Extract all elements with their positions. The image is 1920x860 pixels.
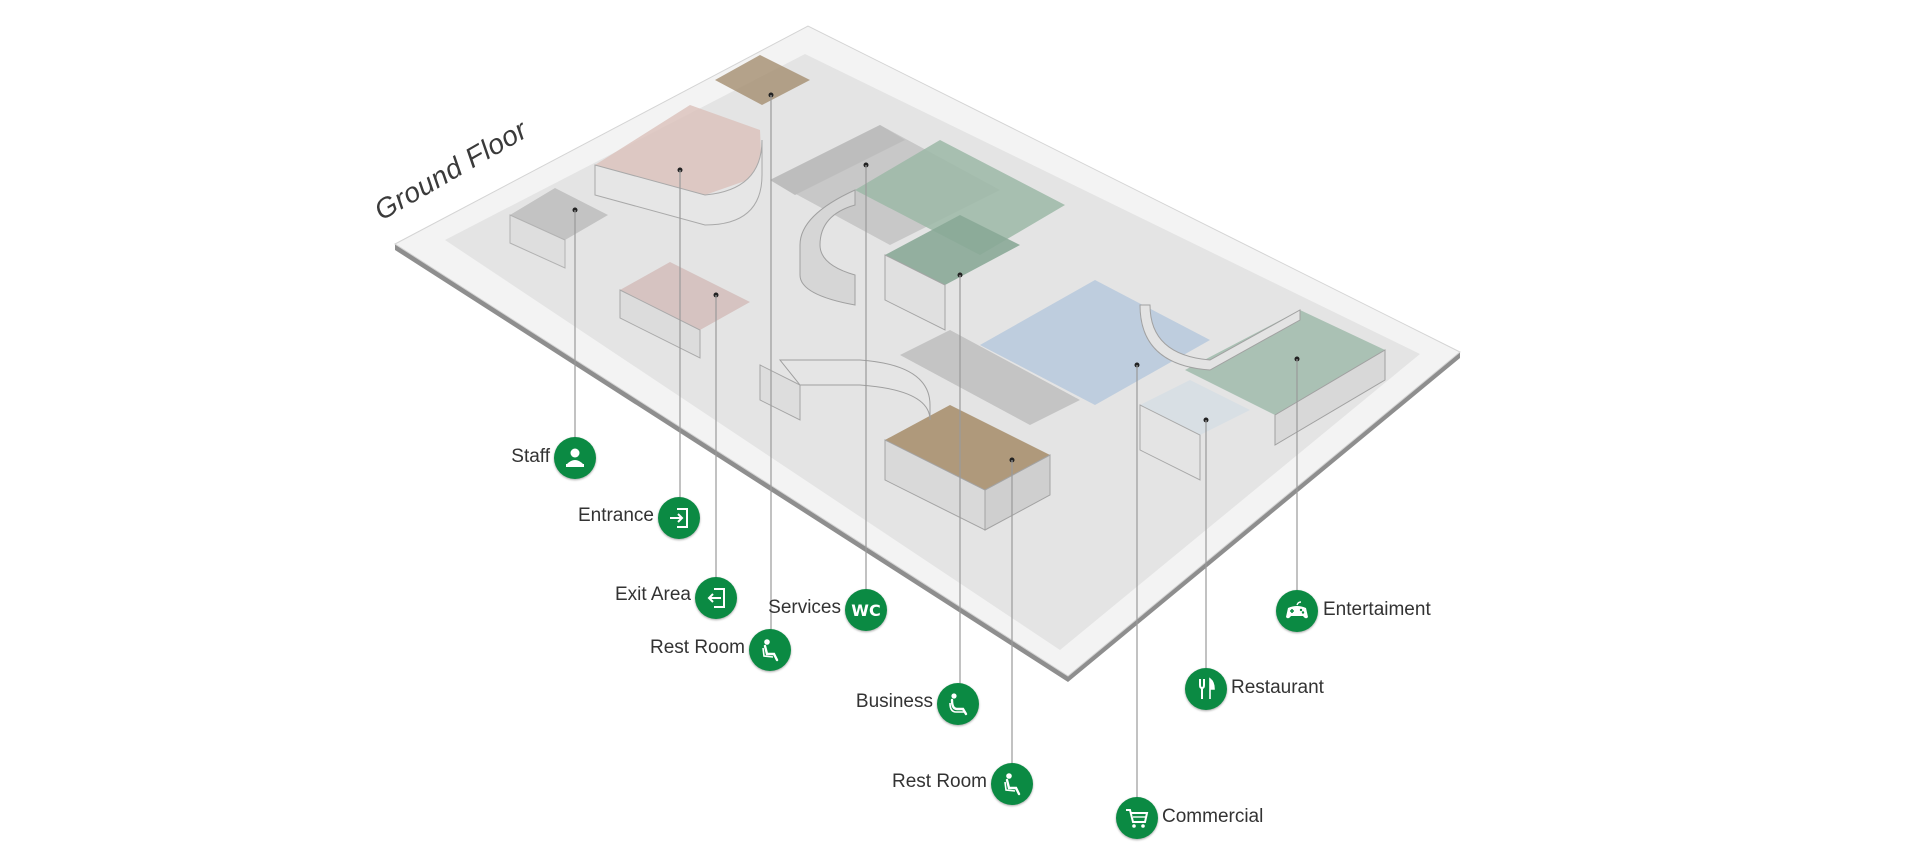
curved-wall	[1139, 304, 1301, 371]
zone-entertainment	[1185, 310, 1385, 415]
label-restaurant: Restaurant	[1231, 677, 1324, 698]
marker-business[interactable]	[937, 683, 979, 725]
label-restroom-2: Rest Room	[891, 771, 987, 792]
marker-staff[interactable]	[554, 437, 596, 479]
cart-icon	[1126, 809, 1149, 828]
leader-lines	[574, 95, 1298, 800]
curved-wall	[594, 139, 763, 226]
zone-restroom-lower	[885, 405, 1050, 490]
staff-icon	[566, 448, 584, 467]
zone-exit	[620, 262, 750, 330]
zone-restroom-upper	[715, 55, 810, 105]
curved-wall	[799, 189, 856, 306]
marker-restroom-1[interactable]	[749, 629, 791, 671]
wc-icon: WC	[851, 600, 881, 620]
zone-commercial	[980, 280, 1210, 405]
marker-services[interactable]: WC	[845, 589, 887, 631]
cutlery-icon	[1199, 677, 1215, 699]
label-staff: Staff	[511, 446, 550, 467]
marker-commercial[interactable]	[1116, 797, 1158, 839]
wall	[884, 254, 946, 331]
label-commercial: Commercial	[1162, 806, 1264, 827]
wall	[1139, 404, 1201, 481]
entrance-icon	[670, 508, 688, 528]
label-services: Services	[768, 597, 841, 618]
walkway-plate	[900, 330, 1080, 425]
marker-entrance[interactable]	[658, 497, 700, 539]
zone-services	[770, 125, 905, 195]
seat-icon	[1004, 773, 1021, 796]
marker-entertainment[interactable]	[1276, 590, 1318, 632]
label-entertainment: Entertaiment	[1323, 599, 1431, 620]
zone-business-inner	[885, 215, 1020, 285]
marker-exit[interactable]	[695, 577, 737, 619]
gamepad-icon	[1286, 601, 1308, 619]
seat-icon	[762, 639, 779, 662]
wall	[759, 364, 801, 421]
label-entrance: Entrance	[577, 505, 654, 526]
curved-wall	[778, 359, 931, 421]
exit-icon	[707, 588, 725, 608]
armchair-icon	[949, 693, 968, 716]
marker-restaurant[interactable]	[1185, 668, 1227, 710]
zone-restaurant	[1140, 380, 1250, 435]
label-business: Business	[855, 691, 933, 712]
marker-restroom-2[interactable]	[991, 763, 1033, 805]
zone-entrance	[595, 105, 762, 195]
label-exit: Exit Area	[614, 584, 691, 605]
wall	[984, 454, 1051, 531]
wall	[509, 214, 566, 269]
label-restroom-1: Rest Room	[649, 637, 745, 658]
zone-staff	[510, 188, 608, 240]
zone-business	[855, 140, 1065, 255]
wall	[1274, 349, 1386, 446]
